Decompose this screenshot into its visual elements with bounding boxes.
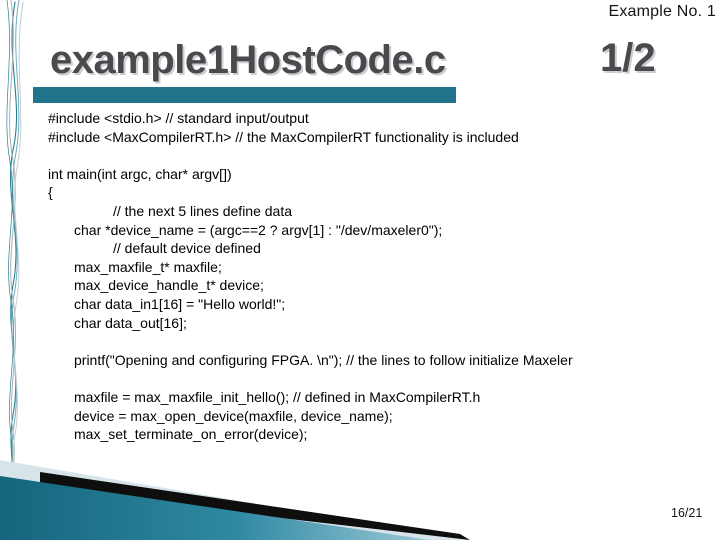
slide-number: 16/21: [671, 506, 703, 520]
thread-line: [10, 1, 18, 503]
code-line: max_set_terminate_on_error(device);: [74, 426, 308, 443]
swoosh-teal-wedge: [0, 476, 430, 540]
swoosh-pale-band: [0, 460, 470, 540]
code-line: #include <stdio.h> // standard input/out…: [48, 110, 309, 126]
code-line: device = max_open_device(maxfile, device…: [74, 407, 393, 424]
code-line: {: [48, 184, 53, 201]
left-threads-decoration-icon: [6, 0, 24, 505]
page-title: example1HostCode.c: [50, 38, 446, 82]
thread-line: [11, 0, 20, 501]
code-line: maxfile = max_maxfile_init_hello(); // d…: [74, 388, 481, 405]
code-line: int main(int argc, char* argv[]): [48, 165, 232, 182]
thread-line: [9, 0, 17, 504]
code-line: printf("Opening and configuring FPGA. \n…: [74, 351, 573, 368]
code-line: max_device_handle_t* device;: [74, 277, 264, 294]
code-line: #include <MaxCompilerRT.h> // the MaxCom…: [48, 128, 519, 145]
thread-line: [11, 1, 24, 499]
code-line: [48, 146, 708, 165]
code-line: [48, 332, 708, 351]
title-underline-bar: [33, 87, 456, 103]
code-line: char data_out[16];: [74, 314, 187, 331]
code-line: // default device defined: [113, 240, 261, 257]
code-block: #include <stdio.h> // standard input/out…: [48, 109, 708, 444]
thread-line: [6, 0, 14, 505]
code-line: // the next 5 lines define data: [113, 202, 293, 219]
swoosh-black-band: [40, 472, 470, 540]
page-indicator: 1/2: [600, 36, 656, 80]
code-line: char *device_name = (argc==2 ? argv[1] :…: [74, 221, 443, 238]
code-line: char data_in1[16] = "Hello world!";: [74, 295, 286, 312]
code-line: [48, 369, 708, 388]
header-label: Example No. 1: [608, 3, 716, 20]
corner-swoosh-decoration-icon: [0, 460, 470, 540]
code-line: max_maxfile_t* maxfile;: [74, 258, 222, 275]
